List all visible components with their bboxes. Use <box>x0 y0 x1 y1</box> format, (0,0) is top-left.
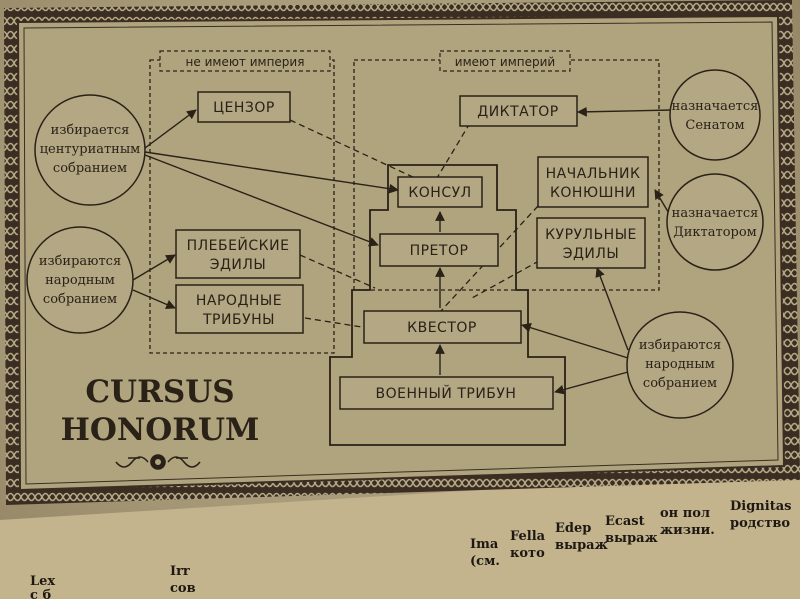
text-col-8: Dignitas <box>730 499 791 514</box>
circle-appointed-by-senate: назначается Сенатом <box>669 69 761 161</box>
ornament-icon <box>115 454 201 470</box>
box-plebeian-tribunes: НАРОДНЫЕ ТРИБУНЫ <box>175 284 304 334</box>
lower-page <box>0 470 800 599</box>
dictator-appoint-text-2: Диктатором <box>673 225 757 240</box>
text-col-4: Fella <box>510 529 546 544</box>
popular-text-1: избираются <box>39 254 121 269</box>
praetor-label: ПРЕТОР <box>410 243 469 259</box>
circle-popular-assembly-right: избираются народным собранием <box>626 311 734 419</box>
curule-aediles-label-1: КУРУЛЬНЫЕ <box>545 227 637 243</box>
text-col-5b: выраж <box>555 538 608 553</box>
text-col-1: Lex <box>30 574 55 589</box>
text-col-8b: родство <box>730 516 790 531</box>
group-no-imperium: не имеют империя <box>149 50 335 354</box>
text-col-7: он пол <box>660 506 710 521</box>
plebeian-aediles-label-1: ПЛЕБЕЙСКИЕ <box>187 236 290 254</box>
circle-appointed-by-dictator: назначается Диктатором <box>666 173 764 271</box>
dictator-appoint-text-1: назначается <box>672 206 759 221</box>
popular-right-text-3: собранием <box>643 376 717 391</box>
box-curule-aediles: КУРУЛЬНЫЕ ЭДИЛЫ <box>536 217 646 269</box>
text-col-6: Ecast <box>605 514 645 529</box>
solid-arrows <box>132 106 673 395</box>
magister-label-2: КОНЮШНИ <box>550 185 636 201</box>
senate-text-1: назначается <box>672 99 759 114</box>
popular-text-2: народным <box>45 273 115 288</box>
military-tribune-label: ВОЕННЫЙ ТРИБУН <box>376 384 517 402</box>
tribunes-label-2: ТРИБУНЫ <box>202 312 275 328</box>
lower-page-text: Lex с б Irr сов Ima (см. Fella кото Edep… <box>0 470 800 599</box>
text-col-2: Irr <box>170 564 190 579</box>
censor-label: ЦЕНЗОР <box>213 100 275 116</box>
text-col-7b: жизни. <box>660 523 715 538</box>
text-col-6b: выраж <box>605 531 658 546</box>
centuriate-text-3: собранием <box>53 161 127 176</box>
title-line-1: CURSUS <box>85 374 234 410</box>
popular-text-3: собранием <box>43 292 117 307</box>
popular-right-text-2: народным <box>645 357 715 372</box>
box-dictator: ДИКТАТОР <box>459 95 578 127</box>
plebeian-aediles-label-2: ЭДИЛЫ <box>210 257 267 273</box>
text-col-3b: (см. <box>470 554 500 569</box>
label-no-imperium: не имеют империя <box>186 55 305 69</box>
consul-label: КОНСУЛ <box>408 185 471 201</box>
dictator-label: ДИКТАТОР <box>477 104 559 120</box>
box-quaestor: КВЕСТОР <box>363 310 522 344</box>
label-has-imperium: имеют империй <box>455 55 555 69</box>
circle-centuriate-assembly: избирается центуриатным собранием <box>34 94 146 206</box>
box-magister-equitum: НАЧАЛЬНИК КОНЮШНИ <box>537 156 649 208</box>
text-col-2b: сов <box>170 581 196 596</box>
box-censor: ЦЕНЗОР <box>197 91 291 123</box>
text-col-3: Ima <box>470 537 499 552</box>
box-plebeian-aediles: ПЛЕБЕЙСКИЕ ЭДИЛЫ <box>175 229 301 279</box>
senate-text-2: Сенатом <box>685 118 744 133</box>
circle-popular-assembly-left: избираются народным собранием <box>26 226 134 334</box>
title-block: CURSUS HONORUM <box>61 374 260 470</box>
text-col-5: Edep <box>555 521 591 536</box>
text-col-1b: с б <box>30 588 51 599</box>
magister-label-1: НАЧАЛЬНИК <box>546 166 641 182</box>
popular-right-text-1: избираются <box>639 338 721 353</box>
centuriate-text-1: избирается <box>51 123 130 138</box>
quaestor-label: КВЕСТОР <box>407 320 477 336</box>
pyramid-outline <box>329 164 566 446</box>
centuriate-text-2: центуриатным <box>40 142 141 157</box>
curule-aediles-label-2: ЭДИЛЫ <box>563 246 620 262</box>
tribunes-label-1: НАРОДНЫЕ <box>196 293 282 309</box>
box-military-tribune: ВОЕННЫЙ ТРИБУН <box>339 376 554 410</box>
group-has-imperium: имеют империй <box>353 50 660 291</box>
box-consul: КОНСУЛ <box>397 176 483 208</box>
box-praetor: ПРЕТОР <box>379 233 499 267</box>
text-col-4b: кото <box>510 546 545 561</box>
title-line-2: HONORUM <box>61 412 260 448</box>
